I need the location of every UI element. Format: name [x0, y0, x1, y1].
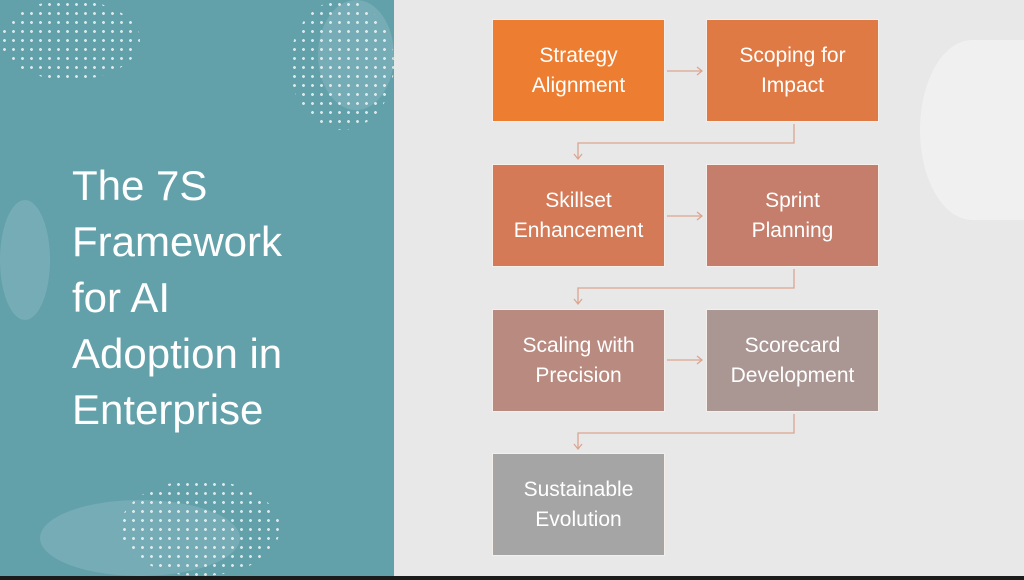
decorative-dots [120, 480, 280, 576]
title-line: Framework [72, 218, 283, 265]
title-line: The 7S [72, 162, 208, 209]
step-label: Alignment [531, 73, 626, 97]
step-label: Impact [760, 73, 824, 97]
step-label: Evolution [535, 507, 622, 531]
step-label: Strategy [539, 43, 618, 67]
title-line: Enterprise [72, 386, 264, 433]
slide-title: The 7S Framework for AI Adoption in Ente… [72, 158, 282, 438]
arrow-6-7 [573, 414, 795, 451]
step-label: Scoping for [739, 43, 846, 67]
step-label: Scaling with [522, 333, 635, 357]
title-panel: The 7S Framework for AI Adoption in Ente… [0, 0, 394, 576]
step-label: Skillset [545, 188, 612, 212]
step-label: Precision [535, 363, 622, 387]
arrow-1-2 [667, 66, 704, 76]
decorative-dots [0, 0, 140, 80]
title-line: Adoption in [72, 330, 283, 377]
arrow-3-4 [667, 211, 704, 221]
step-label: Scorecard [744, 333, 841, 357]
decorative-dots [290, 0, 394, 130]
arrow-4-5 [573, 269, 795, 306]
decorative-blob [0, 200, 50, 320]
arrow-2-3 [573, 124, 795, 161]
step-label: Sprint [765, 188, 820, 212]
step-label: Enhancement [513, 218, 644, 242]
title-line: for AI [72, 274, 171, 321]
decorative-blob [920, 40, 1024, 220]
bottom-border [0, 576, 1024, 580]
step-label: Sustainable [523, 477, 634, 501]
step-label: Planning [751, 218, 834, 242]
arrow-5-6 [667, 355, 704, 365]
step-label: Development [730, 363, 855, 387]
